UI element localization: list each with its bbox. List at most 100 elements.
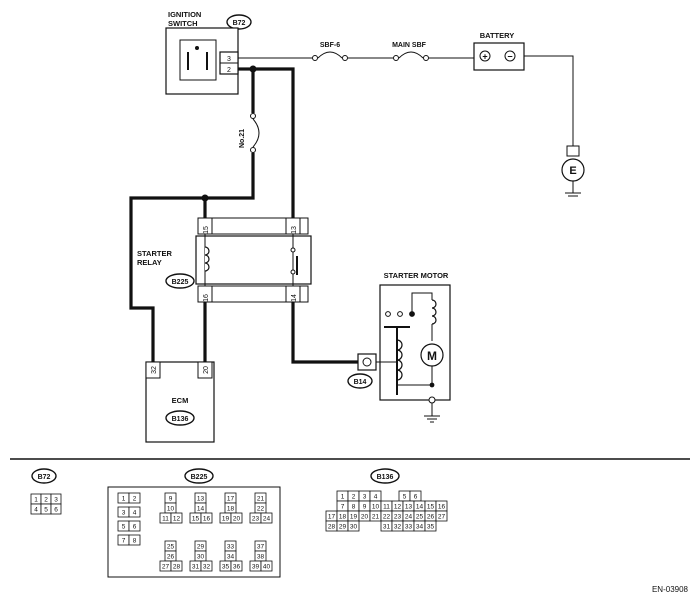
b225-pin-2-cell [128,492,141,504]
b225-pin-4-cell [128,506,141,518]
engine-ground: E [561,145,585,197]
b225-pin-6-cell [128,520,141,532]
b225-pin-15: 15 [192,516,200,523]
starter-motor-box [379,284,451,401]
b225-pin-29: 29 [197,544,205,551]
b225-pin-22: 22 [257,506,265,513]
b225-pin-40: 40 [263,564,271,571]
fuse-main-terminal-left [393,55,399,61]
b225-pin-7: 7 [122,538,126,545]
b136-pin-23: 23 [394,514,402,521]
b225-pin-16: 16 [203,516,211,523]
b136-pin-16: 16 [438,504,446,511]
starter-relay-label-line1: STARTER [137,249,172,258]
b136-pin-9: 9 [363,504,367,511]
solenoid-contact-1 [385,311,391,317]
b136-pin-28: 28 [328,524,336,531]
connector-tag-b225 [165,273,195,289]
connector-tag-b225-text: B225 [172,279,189,286]
fuse-no21-terminal-top [250,113,256,119]
b225-pin-5: 5 [122,524,126,531]
b225-pin-3: 3 [122,510,126,517]
b72-pin-1: 1 [34,497,38,504]
relay-pin-13: 13 [291,226,298,234]
b136-pin-5: 5 [403,494,407,501]
b225-pin-36-cell [230,560,243,572]
fuse-main-terminal-right [423,55,429,61]
b225-pin-17: 17 [227,496,235,503]
b225-pin-28-cell [170,560,183,572]
b225-pin-24-cell [260,512,273,524]
ecm-pin-20-cell [197,361,213,379]
b225-pin-1: 1 [122,496,126,503]
b225-pin-11: 11 [162,516,169,523]
b72-pin-4: 4 [34,507,38,514]
battery-negative-terminal [504,50,516,62]
ecm-label: ECM [172,396,189,405]
b225-pin-10: 10 [167,506,175,513]
b225-pin-20-cell [230,512,243,524]
b225-pin-16-cell [200,512,213,524]
b225-pin-32: 32 [203,564,211,571]
b72-pin-3: 3 [54,497,58,504]
b136-pin-7: 7 [341,504,345,511]
connector-view-b136-tag-text: B136 [377,474,394,481]
ignition-switch: IGNITION SWITCH B72 3 2 [165,10,252,95]
starter-motor: STARTER MOTOR B14 M [347,271,451,423]
battery-plus-sign: + [482,52,487,62]
ground-label: E [569,165,576,177]
b136-pin-24: 24 [405,514,413,521]
fuse-sbf6-element [317,51,343,59]
wire-relay14-to-starter [291,302,358,364]
relay-coil [204,246,210,272]
relay-pin-14: 14 [291,294,298,302]
ecm-pin-20: 20 [203,366,210,374]
b136-pin-8: 8 [352,504,356,511]
b225-pin-33: 33 [227,544,235,551]
b225-pin-8-cell [128,534,141,546]
b72-pin-6-cell [50,503,62,515]
b136-pin-35: 35 [427,524,435,531]
b136-pin-11: 11 [383,504,390,511]
b225-pin-6: 6 [133,524,137,531]
starter-relay-label-line2: RELAY [137,258,162,267]
b136-pin-19: 19 [350,514,358,521]
fuse-no21-terminal-bottom [250,147,256,153]
b136-pin-13: 13 [405,504,413,511]
b136-pin-4: 4 [374,494,378,501]
b136-pin-34: 34 [416,524,424,531]
b225-pin-25: 25 [167,544,175,551]
b225-pin-30: 30 [197,554,205,561]
ignition-pin-2: 2 [227,67,231,74]
fuse-no21-element [252,118,260,148]
connector-tag-b72-text: B72 [233,20,246,27]
b136-pin-22: 22 [383,514,391,521]
ig2-harness: No.21 [129,65,295,362]
connector-tag-b72 [226,14,252,30]
ecm-pin-32: 32 [151,366,158,374]
b225-pin-31: 31 [192,564,200,571]
connector-view-b72-tag [31,468,57,484]
b72-pin-2: 2 [44,497,48,504]
b225-pin-39: 39 [252,564,260,571]
field-coil [431,299,437,325]
battery: BATTERY + − [473,31,574,146]
solenoid-coil [396,339,403,381]
b72-pin-6: 6 [54,507,58,514]
b225-pin-19: 19 [222,516,230,523]
b136-pin-27-cell [435,510,448,522]
b136-pin-17: 17 [328,514,336,521]
b225-pin-37: 37 [257,544,265,551]
b136-pin-1: 1 [341,494,345,501]
b225-pin-36: 36 [233,564,241,571]
connector-tag-b136-text: B136 [172,416,189,423]
b225-pin-23: 23 [252,516,260,523]
b225-pin-34: 34 [227,554,235,561]
b225-pin-26: 26 [167,554,175,561]
b136-pin-32: 32 [394,524,402,531]
connector-tag-b14-text: B14 [354,379,367,386]
